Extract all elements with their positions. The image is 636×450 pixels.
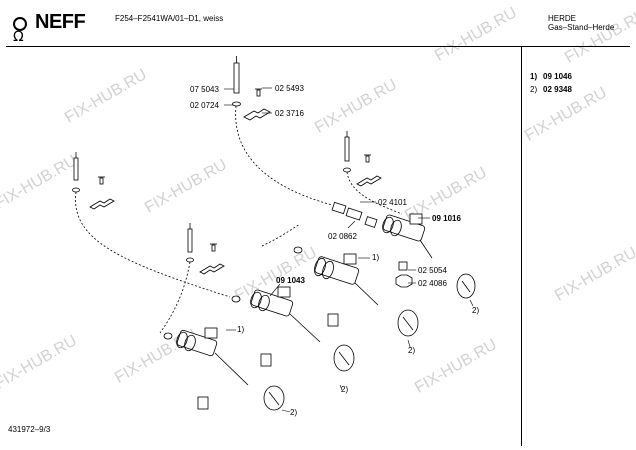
callout-marker: 1) [372, 253, 380, 262]
callout-marker: 1) [237, 325, 245, 334]
header-divider [6, 46, 630, 47]
leader-lines [224, 87, 474, 413]
legend-number: 1) [530, 72, 538, 81]
legend-number: 2) [530, 85, 538, 94]
control-knob [397, 309, 419, 337]
part-label: 02 4101 [378, 198, 407, 207]
legend-code: 02 9348 [543, 85, 572, 94]
model-title: F254–F2541WA/01–D1, weiss [115, 14, 224, 23]
part-label: 02 0862 [328, 232, 357, 241]
part-label: 02 0724 [190, 101, 219, 110]
legend-divider [521, 46, 522, 446]
logo-ring-icon [13, 17, 27, 31]
omega-icon: Ω [13, 29, 24, 45]
control-knob [263, 385, 285, 411]
logo-wordmark: NEFF [35, 11, 86, 33]
clamp-brackets [89, 108, 382, 275]
part-label: 02 3716 [275, 109, 304, 118]
gas-valve-assembly-3 [293, 246, 379, 306]
callout-marker: 2) [408, 346, 416, 355]
part-label: 02 4086 [418, 279, 447, 288]
callout-marker: 2) [290, 408, 298, 417]
thermocouple-rod-3 [343, 131, 351, 173]
part-label: 02 5054 [418, 266, 447, 275]
brand-logo: Ω NEFF [9, 9, 86, 45]
thermocouple-rod-2 [72, 152, 80, 193]
subcategory-label: Gas–Stand–Herde [548, 23, 615, 32]
category-label: HERDE [548, 14, 577, 23]
gas-valve-assembly-2 [231, 286, 321, 343]
thermocouple-rod-1 [232, 56, 241, 107]
part-label: 09 1016 [432, 214, 461, 223]
callout-marker: 2) [472, 306, 480, 315]
control-knob [456, 273, 476, 299]
part-label: 02 5493 [275, 84, 304, 93]
gas-valve-assembly-4 [382, 213, 433, 259]
screw-icons [98, 88, 371, 252]
thermocouple-rod-4 [186, 223, 194, 263]
callout-marker: 2) [341, 385, 349, 394]
part-label: 09 1043 [276, 276, 305, 285]
connector-fittings [197, 201, 413, 410]
legend-code: 09 1046 [543, 72, 572, 81]
gas-valve-assembly-1 [163, 327, 249, 386]
drawing-id: 431972–9/3 [8, 425, 51, 434]
control-knob [333, 344, 355, 372]
part-label: 07 5043 [190, 85, 219, 94]
